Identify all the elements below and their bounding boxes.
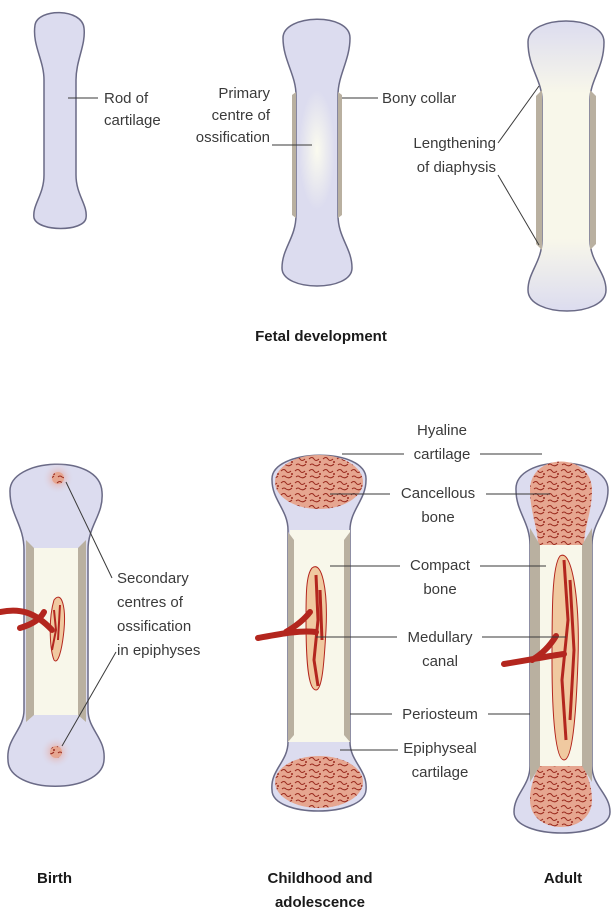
- cancellous-epiphysis-bottom: [275, 756, 363, 808]
- heading-fetal-development: Fetal development: [255, 328, 387, 345]
- heading-birth: Birth: [37, 870, 72, 887]
- birth-bone: [0, 462, 104, 786]
- childhood-bone: [258, 455, 366, 811]
- adult-bone: [504, 462, 610, 834]
- label-bony-collar: Bony collar: [382, 90, 456, 107]
- label-periosteum: Periosteum: [402, 706, 478, 723]
- heading-adult: Adult: [544, 870, 582, 887]
- cancellous-epiphysis-top: [275, 455, 363, 509]
- fetal-bone-primary-centre: [282, 19, 352, 286]
- cartilage-rod: [34, 13, 86, 229]
- fetal-bone-lengthening: [528, 21, 606, 311]
